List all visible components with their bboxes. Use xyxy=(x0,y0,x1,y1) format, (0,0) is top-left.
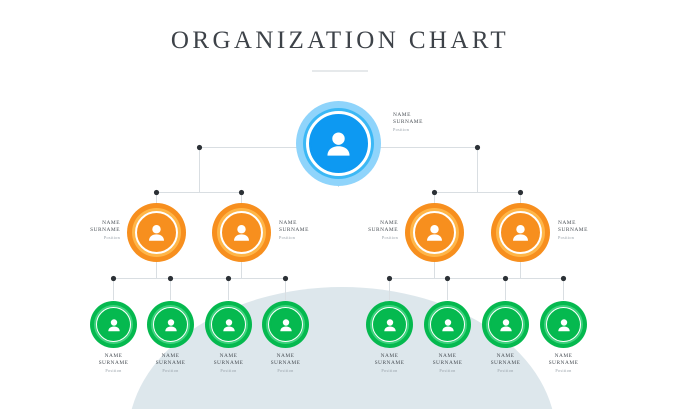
label-position: Position xyxy=(497,368,514,374)
org-node-s8[interactable] xyxy=(540,301,587,348)
label-name: NAME xyxy=(393,112,411,118)
person-icon xyxy=(107,318,120,331)
node-core xyxy=(375,310,404,339)
org-node-root[interactable] xyxy=(296,101,381,186)
label-surname: SURNAME xyxy=(393,118,423,125)
label-surname: SURNAME xyxy=(490,359,521,366)
label-position: Position xyxy=(439,368,456,374)
org-label-root: NAME SURNAME Position xyxy=(393,112,423,133)
label-surname: SURNAME xyxy=(279,226,309,233)
person-icon xyxy=(441,318,454,331)
label-name: NAME xyxy=(554,353,573,359)
node-core xyxy=(416,214,453,251)
label-surname: SURNAME xyxy=(368,226,398,233)
node-core xyxy=(223,214,260,251)
org-node-s2[interactable] xyxy=(147,301,194,348)
node-core xyxy=(549,310,578,339)
org-node-m1[interactable] xyxy=(127,203,186,262)
label-name: NAME xyxy=(104,353,123,359)
node-core xyxy=(156,310,185,339)
org-node-s3[interactable] xyxy=(205,301,252,348)
label-name: NAME xyxy=(279,220,297,226)
org-label-m4: NAME SURNAME Position xyxy=(558,220,616,241)
node-core xyxy=(502,214,539,251)
org-label-s6: NAME SURNAME Position xyxy=(418,353,477,374)
label-position: Position xyxy=(393,127,410,133)
label-name: NAME xyxy=(276,353,295,359)
label-name: NAME xyxy=(380,353,399,359)
title-divider xyxy=(312,70,368,72)
label-position: Position xyxy=(162,368,179,374)
org-node-m3[interactable] xyxy=(405,203,464,262)
org-label-m2: NAME SURNAME Position xyxy=(279,220,337,241)
org-label-s2: NAME SURNAME Position xyxy=(141,353,200,374)
label-position: Position xyxy=(105,368,122,374)
label-position: Position xyxy=(279,235,296,241)
label-name: NAME xyxy=(102,220,120,226)
org-node-s7[interactable] xyxy=(482,301,529,348)
label-surname: SURNAME xyxy=(90,226,120,233)
label-surname: SURNAME xyxy=(558,226,588,233)
label-position: Position xyxy=(558,235,575,241)
label-name: NAME xyxy=(161,353,180,359)
person-icon xyxy=(149,225,164,241)
org-label-s5: NAME SURNAME Position xyxy=(360,353,419,374)
label-surname: SURNAME xyxy=(432,359,463,366)
label-surname: SURNAME xyxy=(155,359,186,366)
label-surname: SURNAME xyxy=(548,359,579,366)
label-name: NAME xyxy=(496,353,515,359)
label-position: Position xyxy=(381,235,398,241)
org-node-s4[interactable] xyxy=(262,301,309,348)
chart-header: ORGANIZATION CHART xyxy=(0,28,680,72)
org-label-m3: NAME SURNAME Position xyxy=(340,220,398,241)
org-node-m2[interactable] xyxy=(212,203,271,262)
label-surname: SURNAME xyxy=(213,359,244,366)
label-surname: SURNAME xyxy=(270,359,301,366)
node-core xyxy=(311,116,366,171)
org-node-s6[interactable] xyxy=(424,301,471,348)
person-icon xyxy=(499,318,512,331)
org-node-m4[interactable] xyxy=(491,203,550,262)
person-icon xyxy=(222,318,235,331)
label-name: NAME xyxy=(438,353,457,359)
person-icon xyxy=(513,225,528,241)
label-position: Position xyxy=(555,368,572,374)
label-position: Position xyxy=(381,368,398,374)
org-label-m1: NAME SURNAME Position xyxy=(62,220,120,241)
person-icon xyxy=(427,225,442,241)
org-node-s5[interactable] xyxy=(366,301,413,348)
person-icon xyxy=(279,318,292,331)
page-title: ORGANIZATION CHART xyxy=(170,27,510,54)
label-name: NAME xyxy=(219,353,238,359)
label-position: Position xyxy=(220,368,237,374)
org-label-s8: NAME SURNAME Position xyxy=(534,353,593,374)
org-label-s4: NAME SURNAME Position xyxy=(256,353,315,374)
label-position: Position xyxy=(277,368,294,374)
label-position: Position xyxy=(103,235,120,241)
label-surname: SURNAME xyxy=(374,359,405,366)
person-icon xyxy=(327,132,350,156)
label-name: NAME xyxy=(380,220,398,226)
person-icon xyxy=(164,318,177,331)
person-icon xyxy=(557,318,570,331)
node-core xyxy=(433,310,462,339)
org-label-s1: NAME SURNAME Position xyxy=(84,353,143,374)
org-label-s7: NAME SURNAME Position xyxy=(476,353,535,374)
node-core xyxy=(491,310,520,339)
node-core xyxy=(214,310,243,339)
org-node-s1[interactable] xyxy=(90,301,137,348)
label-name: NAME xyxy=(558,220,576,226)
node-core xyxy=(271,310,300,339)
person-icon xyxy=(234,225,249,241)
person-icon xyxy=(383,318,396,331)
node-core xyxy=(99,310,128,339)
label-surname: SURNAME xyxy=(98,359,129,366)
node-core xyxy=(138,214,175,251)
org-label-s3: NAME SURNAME Position xyxy=(199,353,258,374)
